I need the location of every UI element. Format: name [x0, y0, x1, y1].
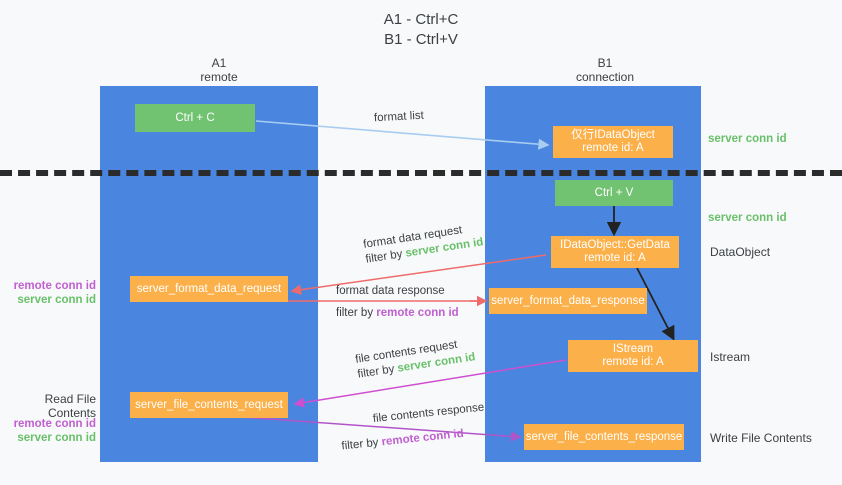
node-getdata-line2: remote id: A: [584, 252, 646, 264]
node-idataobject[interactable]: 仅行IDataObject remote id: A: [553, 126, 673, 158]
node-server-file-contents-response[interactable]: server_file_contents_response: [524, 424, 684, 450]
node-idataobject-line1: 仅行IDataObject: [571, 129, 655, 141]
label-read-file-contents: Read File Contents: [44, 392, 96, 420]
edge-label-format-list: format list: [373, 109, 425, 125]
node-server-format-data-response[interactable]: server_format_data_response: [489, 288, 647, 314]
column-b1-sub: connection: [575, 70, 635, 84]
label-write-file-contents: Write File Contents: [710, 431, 812, 445]
node-ctrl-c[interactable]: Ctrl + C: [135, 104, 255, 132]
node-ctrl-v[interactable]: Ctrl + V: [555, 180, 673, 206]
arrow-format-data-request: [290, 254, 547, 295]
node-idataobject-line2: remote id: A: [582, 142, 644, 154]
node-server-format-data-response-label: server_format_data_response: [491, 294, 645, 307]
node-server-file-contents-request[interactable]: server_file_contents_request: [130, 392, 288, 418]
label-remote-conn-id-lower: remote conn id: [13, 418, 96, 430]
node-server-file-contents-request-label: server_file_contents_request: [135, 398, 283, 411]
edge-label-file-contents-response-filter-prefix: filter by: [340, 436, 383, 453]
edge-label-format-data-response-filter-prefix: filter by: [336, 307, 377, 319]
column-a1-sub: remote: [200, 70, 238, 84]
edge-label-format-data-response-filter-target: remote conn id: [376, 307, 459, 319]
arrow-file-contents-request: [293, 359, 567, 408]
column-header-a1: A1 remote: [119, 56, 319, 84]
arrow-format-list: [255, 120, 550, 150]
label-istream: Istream: [710, 350, 751, 364]
label-dataobject: DataObject: [710, 245, 771, 259]
node-getdata-line1: IDataObject::GetData: [560, 239, 670, 251]
label-server-conn-id-upper: server conn id: [17, 294, 96, 306]
node-server-file-contents-response-label: server_file_contents_response: [525, 430, 683, 443]
label-server-conn-id-lower: server conn id: [17, 432, 96, 444]
label-conn-ids-lower: remote conn id server conn id: [10, 417, 96, 445]
node-istream-line1: IStream: [612, 343, 654, 355]
title-line-1: A1 - Ctrl+C: [383, 11, 459, 28]
arrow-getdata-to-istream: [636, 267, 675, 341]
node-istream[interactable]: IStream remote id: A: [568, 340, 698, 372]
horizontal-divider: [0, 170, 842, 176]
node-server-format-data-request-label: server_format_data_request: [136, 282, 282, 295]
label-conn-ids-upper: remote conn id server conn id: [10, 279, 96, 307]
column-b1-name: B1: [597, 56, 613, 70]
label-remote-conn-id-upper: remote conn id: [13, 280, 96, 292]
node-istream-line2: remote id: A: [602, 356, 664, 368]
node-ctrl-v-label: Ctrl + V: [594, 186, 634, 199]
node-idataobject-getdata[interactable]: IDataObject::GetData remote id: A: [551, 236, 679, 268]
node-ctrl-c-label: Ctrl + C: [175, 111, 215, 124]
column-a1-name: A1: [211, 56, 227, 70]
title-line-2: B1 - Ctrl+V: [384, 31, 458, 48]
label-server-conn-id-top: server conn id: [708, 133, 787, 145]
label-server-conn-id-mid: server conn id: [708, 212, 787, 224]
edge-label-format-data-response: format data response filter by remote co…: [336, 284, 459, 321]
column-header-b1: B1 connection: [505, 56, 705, 84]
node-server-format-data-request[interactable]: server_format_data_request: [130, 276, 288, 302]
edge-label-format-data-response-top: format data response: [336, 285, 445, 297]
diagram-title: A1 - Ctrl+C B1 - Ctrl+V: [0, 10, 842, 50]
